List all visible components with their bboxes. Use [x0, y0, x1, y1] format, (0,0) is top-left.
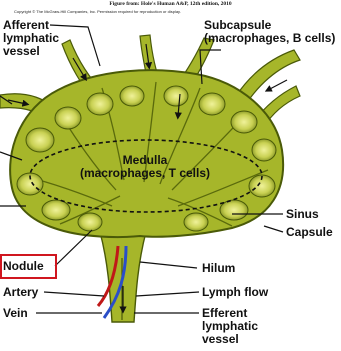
- nodule: [87, 93, 113, 115]
- medulla-label: Medulla (macrophages, T cells): [70, 154, 220, 180]
- nodule: [42, 200, 70, 220]
- afferent-label-line-3: vessel: [3, 45, 59, 58]
- capsule-leader: [264, 226, 283, 232]
- nodule: [252, 139, 276, 161]
- nodule: [184, 213, 208, 231]
- nodule: [26, 128, 54, 152]
- hilum-label: Hilum: [202, 262, 235, 275]
- efferent-label: Efferent lymphatic vessel: [202, 307, 258, 346]
- figure-title: Figure from: Hole's Human A&P, 12th edit…: [0, 1, 341, 7]
- afferent-label: Afferent lymphatic vessel: [3, 19, 59, 58]
- medulla-label-line-2: (macrophages, T cells): [70, 167, 220, 180]
- artery-label: Artery: [3, 286, 38, 299]
- lymph-flow-label: Lymph flow: [202, 286, 268, 299]
- nodule: [199, 93, 225, 115]
- nodule: [231, 111, 257, 133]
- nodule: [78, 213, 102, 231]
- efferent-label-line-3: vessel: [202, 333, 258, 346]
- artery-leader: [44, 292, 104, 296]
- capsule-label: Capsule: [286, 226, 333, 239]
- hilum-leader: [140, 262, 197, 268]
- nodule-leader: [55, 230, 92, 266]
- nodule: [120, 86, 144, 106]
- lymph-flow-leader: [136, 292, 199, 296]
- nodule: [55, 107, 81, 129]
- copyright-notice: Copyright © The McGraw-Hill Companies, I…: [14, 9, 181, 14]
- subcapsule-label-line-2: (macrophages, B cells): [204, 32, 335, 45]
- nodule-label: Nodule: [3, 260, 44, 273]
- nodule: [164, 86, 188, 106]
- vein-label: Vein: [3, 307, 28, 320]
- sinus-label: Sinus: [286, 208, 319, 221]
- subcapsule-label: Subcapsule (macrophages, B cells): [204, 19, 335, 45]
